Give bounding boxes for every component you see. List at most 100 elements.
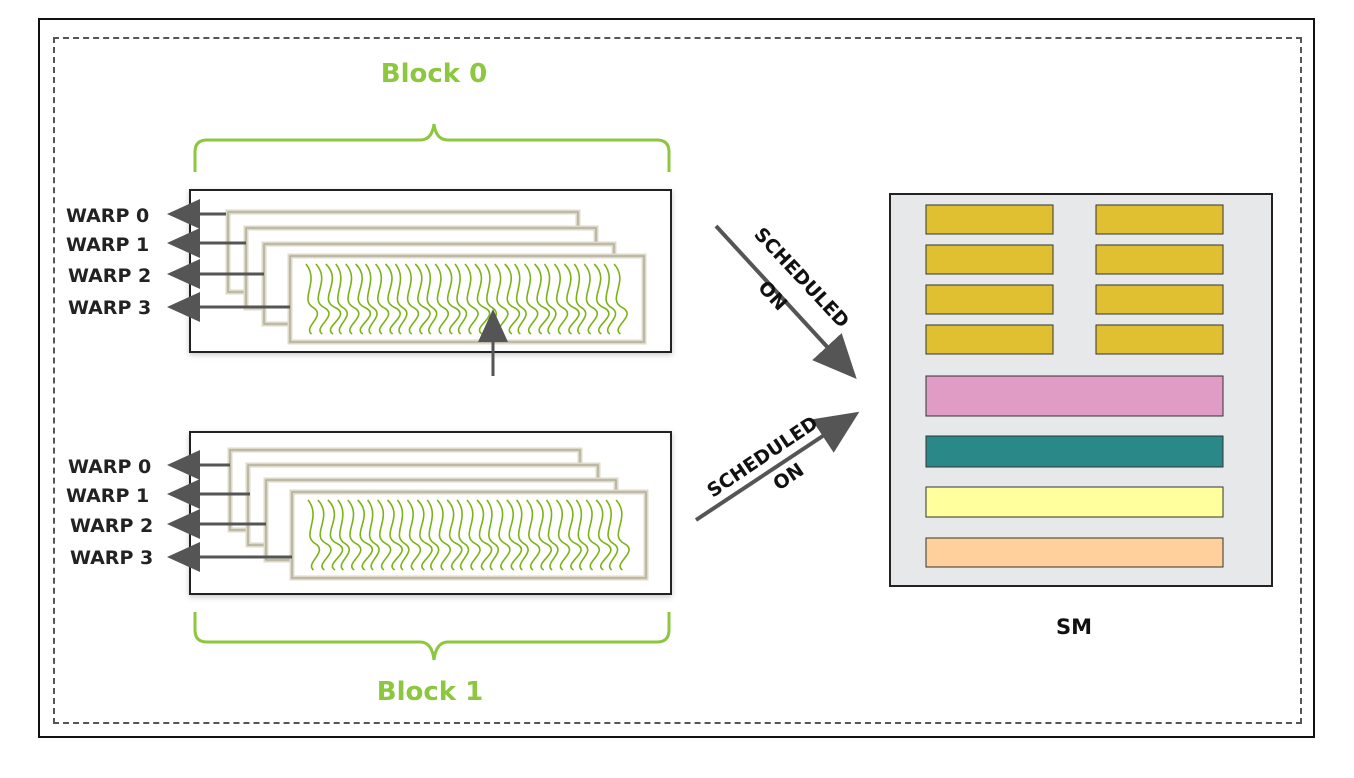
block-0-warp-1-label: WARP 1 bbox=[66, 234, 149, 256]
block-0-warp-3-label: WARP 3 bbox=[68, 297, 151, 319]
thread-strand bbox=[543, 263, 557, 335]
block-1-warp-stack bbox=[227, 447, 649, 581]
scheduled-1-line2: ON bbox=[769, 459, 808, 495]
sm-core bbox=[925, 284, 1054, 315]
thread-strand bbox=[424, 263, 438, 335]
thread-strand bbox=[615, 499, 630, 571]
thread-strand bbox=[466, 499, 481, 571]
thread-strand bbox=[605, 499, 619, 571]
sm-bar-yellow bbox=[925, 486, 1224, 518]
block-1-label: Block 1 bbox=[377, 677, 483, 707]
thread-strand bbox=[394, 263, 408, 335]
thread-strand bbox=[613, 263, 628, 335]
sm-core bbox=[1095, 204, 1224, 235]
sm-core bbox=[1095, 244, 1224, 275]
thread-strand bbox=[583, 263, 599, 335]
thread-strand bbox=[315, 263, 330, 335]
thread-strand bbox=[446, 499, 463, 571]
thread-strand bbox=[335, 263, 348, 335]
thread-strand bbox=[434, 263, 449, 335]
sm-core bbox=[1095, 324, 1224, 355]
sm-core bbox=[925, 204, 1054, 235]
thread-strand bbox=[573, 263, 587, 335]
thread-strand bbox=[533, 263, 551, 335]
thread-strand bbox=[456, 499, 470, 571]
thread-strand bbox=[593, 263, 610, 335]
thread-strand bbox=[325, 263, 342, 335]
thread-strand bbox=[603, 263, 617, 335]
thread-strand bbox=[376, 499, 392, 571]
thread-strand bbox=[563, 263, 580, 335]
thread-strand bbox=[416, 499, 433, 571]
sm-bar-teal bbox=[925, 435, 1224, 468]
block-0-warp-2-label: WARP 2 bbox=[68, 265, 151, 287]
thread-strand bbox=[585, 499, 601, 571]
thread-strand bbox=[555, 499, 571, 571]
thread-strand bbox=[305, 263, 319, 335]
thread-strand bbox=[444, 263, 461, 335]
scheduled-1-line1: SCHEDULED bbox=[703, 412, 822, 502]
dashed-border bbox=[53, 37, 1302, 724]
thread-strand bbox=[317, 499, 332, 571]
block-1-warp-2-label: WARP 2 bbox=[70, 515, 153, 537]
thread-strand bbox=[516, 499, 529, 571]
block-0: Block 0 WARP 0 WARP 1 WARP 2 WARP 3 bbox=[66, 59, 672, 376]
thread-strand bbox=[357, 499, 374, 571]
thread-strand bbox=[575, 499, 589, 571]
sm-label: SM bbox=[1056, 615, 1092, 639]
scheduled-arrow-0: SCHEDULED ON bbox=[714, 223, 857, 379]
thread-strand bbox=[504, 263, 521, 335]
block-0-warp-stack bbox=[225, 209, 647, 345]
sm-bar-pink bbox=[925, 375, 1224, 417]
thread-strand bbox=[524, 263, 539, 335]
thread-strand bbox=[514, 263, 527, 335]
block-0-warp-0-label: WARP 0 bbox=[66, 205, 149, 227]
block-0-label: Block 0 bbox=[381, 59, 487, 89]
block-1-warp-1-label: WARP 1 bbox=[66, 485, 149, 507]
sm-core bbox=[925, 324, 1054, 355]
thread-strand bbox=[414, 263, 431, 335]
thread-strand bbox=[384, 263, 401, 335]
thread-strand bbox=[307, 499, 321, 571]
thread-strand bbox=[595, 499, 612, 571]
sm-unit: SM bbox=[889, 193, 1273, 639]
block-1: WARP 0 WARP 1 WARP 2 WARP 3 Block 1 bbox=[66, 431, 672, 707]
thread-strand bbox=[347, 499, 362, 571]
sm-core-grid bbox=[925, 204, 1224, 355]
thread-strand bbox=[545, 499, 559, 571]
thread-strand bbox=[345, 263, 360, 335]
scheduled-arrow-1: SCHEDULED ON bbox=[694, 411, 860, 522]
thread-strand bbox=[526, 499, 541, 571]
sm-core bbox=[925, 244, 1054, 275]
thread-strand bbox=[366, 499, 380, 571]
thread-strand bbox=[327, 499, 344, 571]
block-1-brace bbox=[193, 612, 671, 661]
thread-strand bbox=[406, 499, 422, 571]
sm-core bbox=[1095, 284, 1224, 315]
thread-strand bbox=[496, 499, 511, 571]
thread-strand bbox=[476, 499, 493, 571]
thread-strand bbox=[486, 499, 500, 571]
thread-strand bbox=[436, 499, 451, 571]
thread-strand bbox=[386, 499, 403, 571]
block-1-warp-3-label: WARP 3 bbox=[70, 547, 153, 569]
thread-strand bbox=[404, 263, 420, 335]
thread-strand bbox=[374, 263, 390, 335]
sm-bar-peach bbox=[925, 537, 1224, 568]
block-1-threads bbox=[307, 499, 630, 571]
block-1-warp-0-label: WARP 0 bbox=[68, 456, 151, 478]
thread-strand bbox=[464, 263, 479, 335]
thread-strand bbox=[553, 263, 569, 335]
thread-strand bbox=[426, 499, 440, 571]
thread-strand bbox=[565, 499, 582, 571]
thread-strand bbox=[396, 499, 410, 571]
thread-strand bbox=[454, 263, 468, 335]
thread-strand bbox=[355, 263, 372, 335]
block-0-brace bbox=[193, 123, 671, 172]
thread-strand bbox=[337, 499, 350, 571]
thread-strand bbox=[364, 263, 378, 335]
thread-strand bbox=[506, 499, 523, 571]
thread-strand bbox=[535, 499, 553, 571]
scheduled-0-line2: ON bbox=[753, 277, 791, 315]
